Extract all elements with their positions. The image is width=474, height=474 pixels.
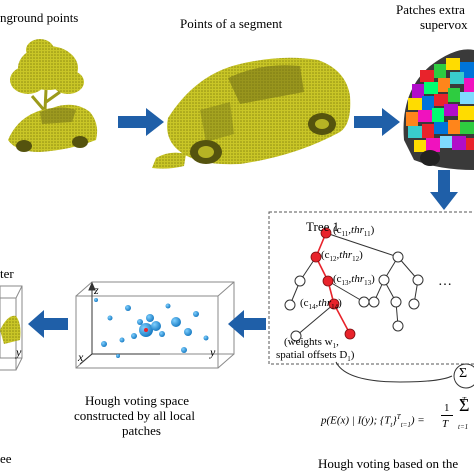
formula-frac-bar — [441, 415, 453, 416]
arrow-right-1 — [118, 108, 164, 136]
caption-patches-line2: supervox — [420, 17, 468, 32]
sum-circle — [453, 363, 474, 389]
label-c14: (c14,thr14) — [300, 297, 342, 312]
node-c14 — [328, 298, 340, 310]
label-c12: (c12,thr12) — [321, 249, 363, 264]
axis-lines — [79, 281, 160, 365]
supervoxel-patches-image — [403, 49, 474, 170]
node-c13 — [322, 275, 334, 287]
label-c13: (c13,thr13) — [333, 273, 375, 288]
tree-nodes — [284, 227, 424, 342]
caption-hough-space-line1: Hough voting space — [85, 393, 189, 408]
caption-hough-voting: Hough voting based on the — [318, 456, 459, 471]
hough-formula: p(E(x) | I(y); {Tt}Tt=1) = — [321, 413, 425, 429]
tree-panel-box — [268, 211, 474, 365]
label-c11: (c11,thr11) — [333, 224, 375, 239]
arrow-down — [430, 170, 458, 210]
leaf-weights-label: (weights w1, — [284, 336, 339, 351]
node-c12 — [310, 251, 322, 263]
formula-sum-sup: T — [462, 396, 466, 404]
caption-patches-line1: Patches extra — [396, 2, 465, 17]
arrow-right-2 — [354, 108, 400, 136]
leaf-offsets-label: spatial offsets D1) — [276, 349, 355, 364]
formula-frac-num: 1 — [444, 402, 450, 414]
center-vote-mark — [144, 328, 148, 332]
caption-hough-space-line3: patches — [122, 423, 161, 438]
axis-y-label: y — [210, 345, 216, 359]
nonground-points-image — [8, 39, 98, 152]
formula-frac-den: T — [442, 418, 449, 430]
node-c11 — [320, 227, 332, 239]
sum-symbol: Σ — [459, 366, 468, 381]
tree-ellipsis: … — [438, 274, 452, 289]
aggregation-curve — [335, 361, 453, 383]
axis-x-label: x — [78, 350, 84, 364]
formula-sum-symbol: Σ — [459, 395, 470, 415]
tree-title: Tree 1 — [306, 219, 340, 234]
caption-bottom-left-partial: ee — [0, 451, 12, 466]
axis-z-label: z — [94, 283, 99, 297]
caption-left-partial: ter — [0, 266, 14, 281]
arrow-left-1 — [228, 310, 266, 338]
segment-points-image — [152, 57, 351, 169]
arrow-left-2 — [28, 310, 68, 338]
caption-segment-points: Points of a segment — [180, 16, 283, 31]
leaf-node-red — [344, 328, 356, 340]
result-car-image — [0, 315, 21, 344]
vote-points — [94, 298, 209, 358]
caption-nonground-points: nground points — [0, 10, 79, 25]
formula-sum-sub: t=1 — [458, 423, 469, 431]
axis-y-left-label: y — [16, 345, 22, 359]
caption-hough-space-line2: constructed by all local — [74, 408, 195, 423]
